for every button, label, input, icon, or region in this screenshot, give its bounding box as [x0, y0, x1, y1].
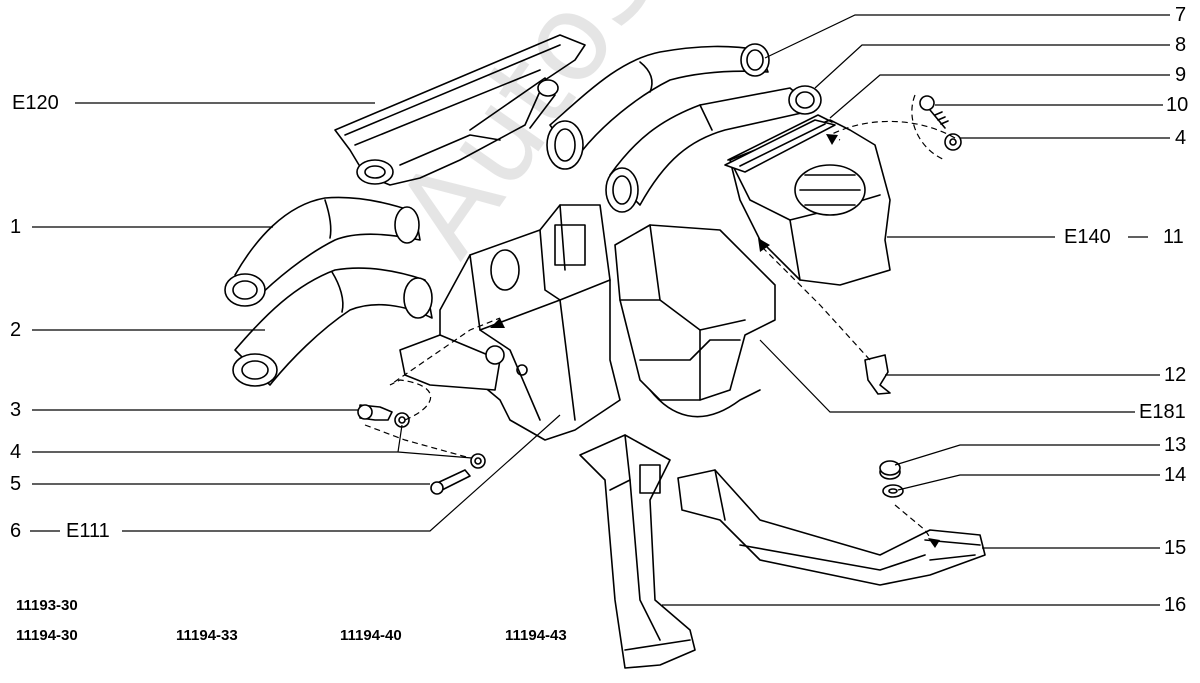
model-code: 11194-30	[16, 627, 78, 644]
part-15-duct	[677, 469, 986, 586]
part-9-filter	[724, 114, 836, 173]
callout-e111: E111	[66, 520, 110, 542]
part-e111-heater-housing	[399, 204, 621, 441]
callout-7: 7	[1175, 4, 1187, 26]
callout-14: 14	[1164, 464, 1187, 486]
callout-10: 10	[1166, 94, 1189, 116]
part-7-duct	[546, 43, 770, 170]
part-4-washer-left	[394, 412, 410, 428]
part-4-washer-right	[944, 133, 962, 151]
callout-15: 15	[1164, 537, 1187, 559]
model-code: 11193-30	[16, 597, 78, 614]
part-1-duct	[224, 196, 421, 307]
part-16-duct	[579, 434, 696, 669]
part-3-screw	[357, 404, 393, 421]
leader-e181	[759, 339, 1135, 413]
leader-9	[829, 74, 1170, 119]
leader-4-left	[32, 424, 473, 459]
model-code: 11194-43	[505, 627, 567, 644]
leader-e111	[122, 414, 561, 532]
callout-4-left: 4	[10, 441, 22, 463]
part-12-clip	[864, 354, 891, 395]
callout-8: 8	[1175, 34, 1187, 56]
callout-e181: E181	[1139, 401, 1186, 423]
leader-14	[897, 474, 1160, 491]
callout-5: 5	[10, 473, 22, 495]
leader-7	[764, 14, 1170, 59]
leader-13	[894, 444, 1160, 466]
callout-16: 16	[1164, 594, 1187, 616]
callout-4-right: 4	[1175, 127, 1187, 149]
callout-e140: E140	[1064, 226, 1111, 248]
part-2-duct	[232, 267, 433, 387]
callout-1: 1	[10, 216, 22, 238]
leader-8	[814, 44, 1170, 89]
assembly-line-left	[389, 317, 501, 421]
callout-9: 9	[1175, 64, 1187, 86]
callout-3: 3	[10, 399, 22, 421]
part-14-washer	[882, 484, 904, 498]
callout-2: 2	[10, 319, 22, 341]
assembly-line-right	[828, 94, 956, 161]
part-4-washer-mid	[470, 453, 486, 469]
part-5-screw	[430, 469, 471, 495]
part-8-duct	[605, 85, 822, 213]
part-e140-heater-module	[729, 119, 891, 286]
model-code: 11194-33	[176, 627, 238, 644]
callout-e120: E120	[12, 92, 59, 114]
callout-12: 12	[1164, 364, 1187, 386]
part-e181-blower-housing	[614, 224, 776, 418]
model-code: 11194-40	[340, 627, 402, 644]
part-e120-defroster-duct	[334, 34, 586, 186]
callout-13: 13	[1164, 434, 1187, 456]
assembly-line-3	[364, 424, 471, 459]
callout-11: 11	[1163, 226, 1184, 248]
callout-6: 6	[10, 520, 22, 542]
part-13-nut	[879, 460, 901, 480]
assembly-line-clip	[759, 244, 871, 361]
part-10-screw	[919, 95, 949, 129]
